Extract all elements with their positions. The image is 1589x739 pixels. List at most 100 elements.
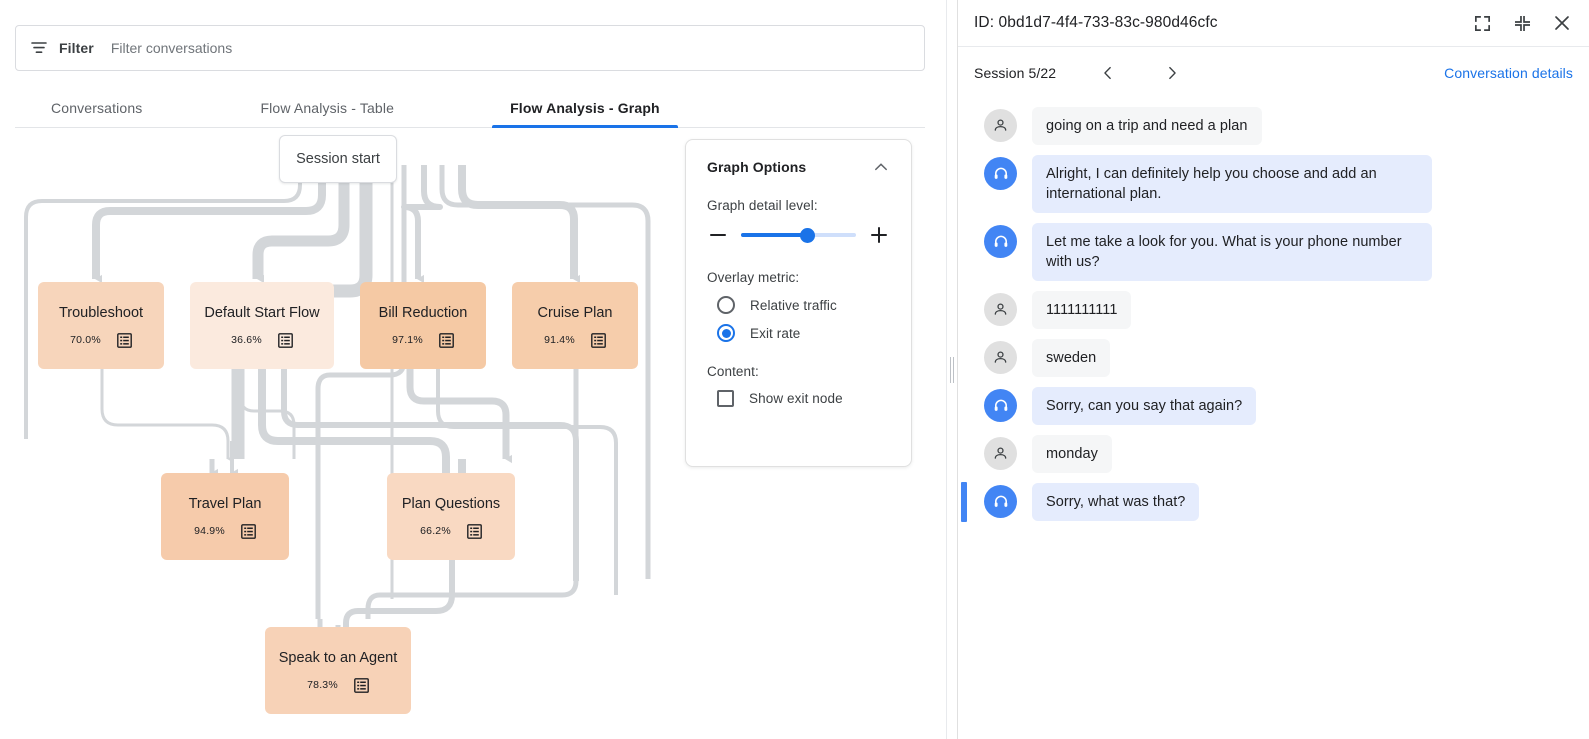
- checkbox-show-exit-node[interactable]: Show exit node: [707, 390, 890, 407]
- radio-exit-rate[interactable]: Exit rate: [707, 324, 890, 342]
- graph-node-session-start[interactable]: Session start: [279, 135, 397, 183]
- expand-icon[interactable]: [1467, 8, 1497, 38]
- user-avatar-icon: [984, 293, 1017, 326]
- session-navigation-bar: Session 5/22 Conversation details: [958, 47, 1589, 98]
- message-bubble: 1111111111: [1032, 291, 1132, 329]
- message-row[interactable]: Let me take a look for you. What is your…: [958, 218, 1589, 286]
- filter-bar[interactable]: Filter: [15, 25, 925, 71]
- graph-node-cruise-plan[interactable]: Cruise Plan 91.4%: [512, 282, 638, 369]
- filter-icon: [30, 39, 48, 57]
- tab-conversations[interactable]: Conversations: [33, 88, 160, 127]
- message-bubble: going on a trip and need a plan: [1032, 107, 1262, 145]
- node-title: Plan Questions: [401, 495, 501, 512]
- selected-indicator: [961, 482, 967, 522]
- message-bubble: Let me take a look for you. What is your…: [1032, 223, 1432, 281]
- list-icon[interactable]: [438, 332, 454, 348]
- collapse-icon[interactable]: [1507, 8, 1537, 38]
- agent-headset-icon: [984, 485, 1017, 518]
- close-icon[interactable]: [1547, 8, 1577, 38]
- list-icon[interactable]: [240, 523, 256, 539]
- message-bubble: sweden: [1032, 339, 1111, 377]
- message-bubble: Alright, I can definitely help you choos…: [1032, 155, 1432, 213]
- node-title: Bill Reduction: [378, 304, 468, 321]
- message-row[interactable]: sweden: [958, 334, 1589, 382]
- node-metric: 91.4%: [544, 334, 575, 346]
- node-metric: 36.6%: [231, 334, 262, 346]
- checkbox-unchecked-icon: [717, 390, 734, 407]
- list-icon[interactable]: [353, 677, 369, 693]
- message-bubble: Sorry, can you say that again?: [1032, 387, 1257, 425]
- message-row[interactable]: going on a trip and need a plan: [958, 102, 1589, 150]
- user-avatar-icon: [984, 437, 1017, 470]
- checkbox-label: Show exit node: [749, 391, 843, 406]
- agent-headset-icon: [984, 389, 1017, 422]
- node-meta: 78.3%: [307, 677, 369, 693]
- node-meta: 70.0%: [70, 332, 132, 348]
- slider-thumb[interactable]: [800, 227, 816, 243]
- node-metric: 66.2%: [420, 525, 451, 537]
- node-meta: 97.1%: [392, 332, 454, 348]
- slider-track[interactable]: [741, 227, 856, 243]
- node-title: Speak to an Agent: [278, 649, 398, 666]
- detail-panel-header: ID: 0bd1d7-4f4-733-83c-980d46cfc: [958, 0, 1589, 47]
- radio-label: Exit rate: [750, 325, 801, 341]
- node-meta: 91.4%: [544, 332, 606, 348]
- slider-fill: [741, 233, 808, 237]
- node-title: Default Start Flow: [204, 304, 320, 321]
- graph-node-bill-reduction[interactable]: Bill Reduction 97.1%: [360, 282, 486, 369]
- graph-node-travel-plan[interactable]: Travel Plan 94.9%: [161, 473, 289, 560]
- message-row-selected[interactable]: Sorry, what was that?: [958, 478, 1589, 526]
- graph-node-default-start-flow[interactable]: Default Start Flow 36.6%: [190, 282, 334, 369]
- graph-node-speak-to-an-agent[interactable]: Speak to an Agent 78.3%: [265, 627, 411, 714]
- message-bubble: monday: [1032, 435, 1112, 473]
- left-pane: Filter Conversations Flow Analysis - Tab…: [15, 25, 925, 714]
- node-meta: 36.6%: [231, 332, 293, 348]
- search-input[interactable]: [110, 40, 910, 56]
- minus-icon[interactable]: [707, 224, 729, 246]
- conversation-detail-panel: ID: 0bd1d7-4f4-733-83c-980d46cfc Session…: [958, 0, 1589, 739]
- radio-label: Relative traffic: [750, 297, 837, 313]
- node-title: Session start: [296, 151, 380, 167]
- list-icon[interactable]: [277, 332, 293, 348]
- agent-headset-icon: [984, 157, 1017, 190]
- graph-options-panel: Graph Options Graph detail level:: [685, 139, 912, 467]
- node-metric: 97.1%: [392, 334, 423, 346]
- radio-checked-icon: [717, 324, 735, 342]
- agent-headset-icon: [984, 225, 1017, 258]
- graph-options-title: Graph Options: [707, 159, 807, 175]
- tab-label: Flow Analysis - Graph: [510, 99, 660, 116]
- tab-bar: Conversations Flow Analysis - Table Flow…: [15, 88, 925, 128]
- chevron-up-icon[interactable]: [872, 158, 890, 176]
- list-icon[interactable]: [116, 332, 132, 348]
- node-title: Travel Plan: [188, 495, 262, 512]
- node-title: Troubleshoot: [58, 304, 144, 321]
- tab-flow-analysis-table[interactable]: Flow Analysis - Table: [242, 88, 412, 127]
- user-avatar-icon: [984, 341, 1017, 374]
- session-counter: Session 5/22: [974, 64, 1057, 81]
- panel-resize-handle[interactable]: [946, 0, 958, 739]
- radio-unchecked-icon: [717, 296, 735, 314]
- list-icon[interactable]: [590, 332, 606, 348]
- tab-label: Conversations: [51, 99, 143, 116]
- graph-node-troubleshoot[interactable]: Troubleshoot 70.0%: [38, 282, 164, 369]
- overlay-metric-label: Overlay metric:: [707, 270, 800, 285]
- message-row[interactable]: Alright, I can definitely help you choos…: [958, 150, 1589, 218]
- node-title: Cruise Plan: [537, 304, 613, 321]
- graph-detail-level-slider[interactable]: [707, 224, 890, 246]
- plus-icon[interactable]: [868, 224, 890, 246]
- node-metric: 70.0%: [70, 334, 101, 346]
- drag-handle-icon: [950, 356, 954, 383]
- node-metric: 78.3%: [307, 679, 338, 691]
- tab-flow-analysis-graph[interactable]: Flow Analysis - Graph: [492, 88, 678, 128]
- chevron-right-icon[interactable]: [1158, 59, 1186, 87]
- message-row[interactable]: 1111111111: [958, 286, 1589, 334]
- conversation-details-link[interactable]: Conversation details: [1444, 64, 1573, 81]
- list-icon[interactable]: [466, 523, 482, 539]
- message-row[interactable]: monday: [958, 430, 1589, 478]
- radio-relative-traffic[interactable]: Relative traffic: [707, 296, 890, 314]
- chevron-left-icon[interactable]: [1094, 59, 1122, 87]
- message-row[interactable]: Sorry, can you say that again?: [958, 382, 1589, 430]
- message-list: going on a trip and need a plan Alright,…: [958, 98, 1589, 526]
- graph-detail-level-label: Graph detail level:: [707, 198, 818, 213]
- graph-node-plan-questions[interactable]: Plan Questions 66.2%: [387, 473, 515, 560]
